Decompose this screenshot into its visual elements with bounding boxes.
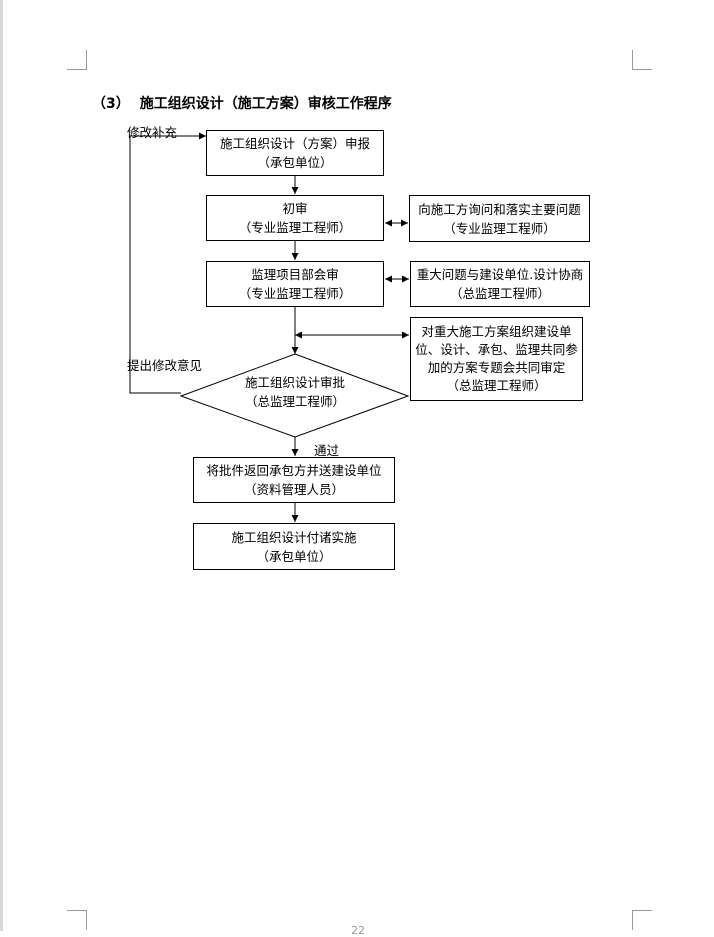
section-number: （3） bbox=[92, 96, 130, 112]
major-issues-box: 重大问题与建设单位.设计协商 （总监理工程师） bbox=[410, 261, 590, 307]
crop-mark-top-left bbox=[67, 50, 87, 70]
inquiry-line2: （专业监理工程师） bbox=[443, 220, 556, 236]
major-issues-line2: （总监理工程师） bbox=[449, 286, 550, 301]
inquiry-box: 向施工方询问和落实主要问题 （专业监理工程师） bbox=[409, 195, 590, 242]
return-docs-box: 将批件返回承包方并送建设单位 （资料管理人员） bbox=[193, 457, 395, 503]
project-review-line1: 监理项目部会审 bbox=[251, 267, 339, 282]
project-review-box: 监理项目部会审 （专业监理工程师） bbox=[206, 261, 384, 307]
preliminary-line1: 初审 bbox=[282, 201, 308, 216]
implement-box: 施工组织设计付诸实施 （承包单位） bbox=[193, 523, 395, 570]
preliminary-line2: （专业监理工程师） bbox=[238, 220, 352, 235]
implement-line2: （承包单位） bbox=[256, 548, 332, 564]
project-review-line2: （专业监理工程师） bbox=[238, 286, 352, 301]
approval-line1: 施工组织设计审批 bbox=[244, 375, 345, 390]
special-review-line3: 加的方案专题会共同审定 bbox=[427, 360, 566, 375]
inquiry-line1: 向施工方询问和落实主要问题 bbox=[418, 201, 581, 217]
preliminary-review-box: 初审 （专业监理工程师） bbox=[206, 195, 384, 241]
crop-mark-bottom-left bbox=[67, 910, 87, 930]
return-docs-line2: （资料管理人员） bbox=[243, 482, 344, 497]
feedback-loop bbox=[129, 132, 206, 394]
propose-revisions-label: 提出修改意见 bbox=[127, 358, 203, 373]
special-review-line2: 位、设计、承包、监理共同参 bbox=[415, 342, 578, 357]
return-docs-line1: 将批件返回承包方并送建设单位 bbox=[206, 463, 382, 478]
section-heading: （3） 施工组织设计（施工方案）审核工作程序 bbox=[92, 93, 392, 113]
submit-line1: 施工组织设计（方案）申报 bbox=[219, 136, 370, 151]
submit-box: 施工组织设计（方案）申报 （承包单位） bbox=[206, 130, 384, 176]
implement-line1: 施工组织设计付诸实施 bbox=[231, 529, 357, 545]
special-review-line1: 对重大施工方案组织建设单 bbox=[421, 324, 572, 339]
passed-label: 通过 bbox=[314, 443, 340, 458]
submit-line2: （承包单位） bbox=[257, 155, 333, 170]
approval-line2: （总监理工程师） bbox=[244, 394, 345, 409]
approval-text: 施工组织设计审批 （总监理工程师） bbox=[200, 373, 390, 411]
decision-diamond bbox=[179, 353, 410, 438]
major-issues-line1: 重大问题与建设单位.设计协商 bbox=[416, 267, 584, 282]
special-review-line4: （总监理工程师） bbox=[446, 378, 547, 393]
special-review-box: 对重大施工方案组织建设单 位、设计、承包、监理共同参 加的方案专题会共同审定 （… bbox=[410, 317, 583, 401]
crop-mark-top-right bbox=[632, 50, 652, 70]
page-edge bbox=[0, 0, 3, 931]
section-title: 施工组织设计（施工方案）审核工作程序 bbox=[139, 96, 392, 112]
crop-mark-bottom-right bbox=[632, 910, 652, 930]
revise-supplement-label: 修改补充 bbox=[127, 125, 178, 140]
